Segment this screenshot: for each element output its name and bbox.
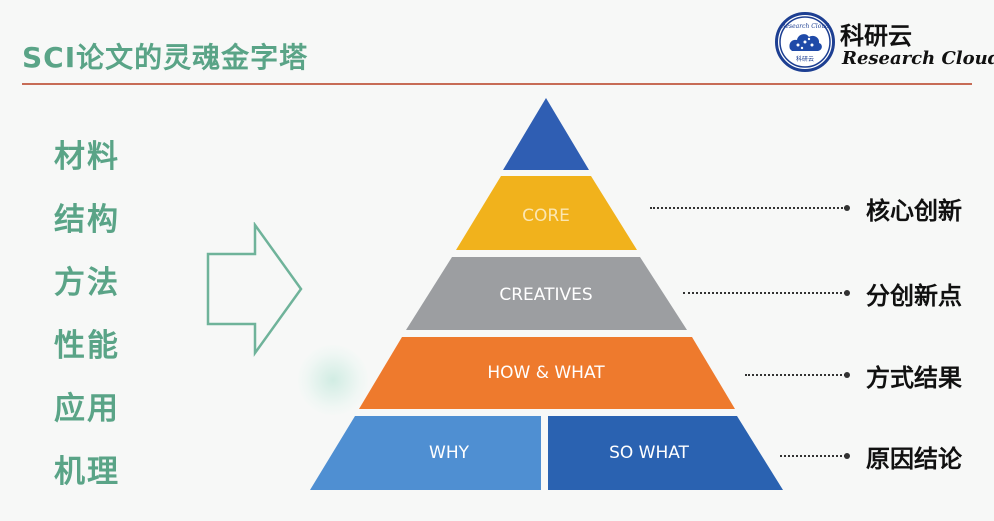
leader-line bbox=[683, 292, 846, 294]
pyramid-creatives-layer bbox=[406, 257, 687, 330]
topic-item: 结构 bbox=[54, 202, 120, 238]
research-cloud-logo-icon: Research Cloud 科研云 bbox=[775, 12, 835, 72]
why-label: WHY bbox=[429, 443, 469, 463]
pyramid-so-what-layer bbox=[548, 416, 783, 490]
seal-text: Research Cloud bbox=[780, 23, 829, 30]
pyramid-top-layer bbox=[503, 98, 589, 170]
topic-item: 机理 bbox=[54, 454, 120, 490]
topic-item: 应用 bbox=[54, 391, 120, 427]
right-label-sub-innovation: 分创新点 bbox=[866, 282, 962, 310]
how-what-label: HOW & WHAT bbox=[487, 363, 605, 383]
logo-chinese-name: 科研云 bbox=[840, 22, 912, 50]
creatives-label: CREATIVES bbox=[499, 285, 593, 305]
core-label: CORE bbox=[522, 206, 570, 226]
topic-item: 性能 bbox=[54, 328, 120, 364]
leader-dot bbox=[844, 205, 850, 211]
pyramid-how-what-layer bbox=[359, 337, 735, 409]
topic-list: 材料 结构 方法 性能 应用 机理 bbox=[54, 135, 134, 513]
title-divider bbox=[22, 83, 972, 85]
so-what-label: SO WHAT bbox=[609, 443, 689, 463]
leader-dot bbox=[844, 290, 850, 296]
logo-english-name: Research Cloud bbox=[842, 48, 994, 69]
topic-item: 方法 bbox=[54, 265, 120, 301]
decorative-glow bbox=[298, 345, 368, 415]
right-label-reason-conclusion: 原因结论 bbox=[866, 445, 962, 473]
right-label-method-result: 方式结果 bbox=[866, 364, 962, 392]
page-title: SCI论文的灵魂金字塔 bbox=[22, 41, 309, 74]
seal-sub: 科研云 bbox=[796, 55, 814, 63]
topic-item: 材料 bbox=[54, 139, 120, 175]
leader-dot bbox=[844, 372, 850, 378]
leader-line bbox=[780, 455, 846, 457]
leader-dot bbox=[844, 453, 850, 459]
right-arrow-icon bbox=[206, 222, 303, 357]
leader-line bbox=[745, 374, 846, 376]
leader-line bbox=[650, 207, 846, 209]
pyramid-why-layer bbox=[310, 416, 541, 490]
right-label-core-innovation: 核心创新 bbox=[866, 197, 962, 225]
pyramid-core-layer bbox=[456, 176, 637, 250]
